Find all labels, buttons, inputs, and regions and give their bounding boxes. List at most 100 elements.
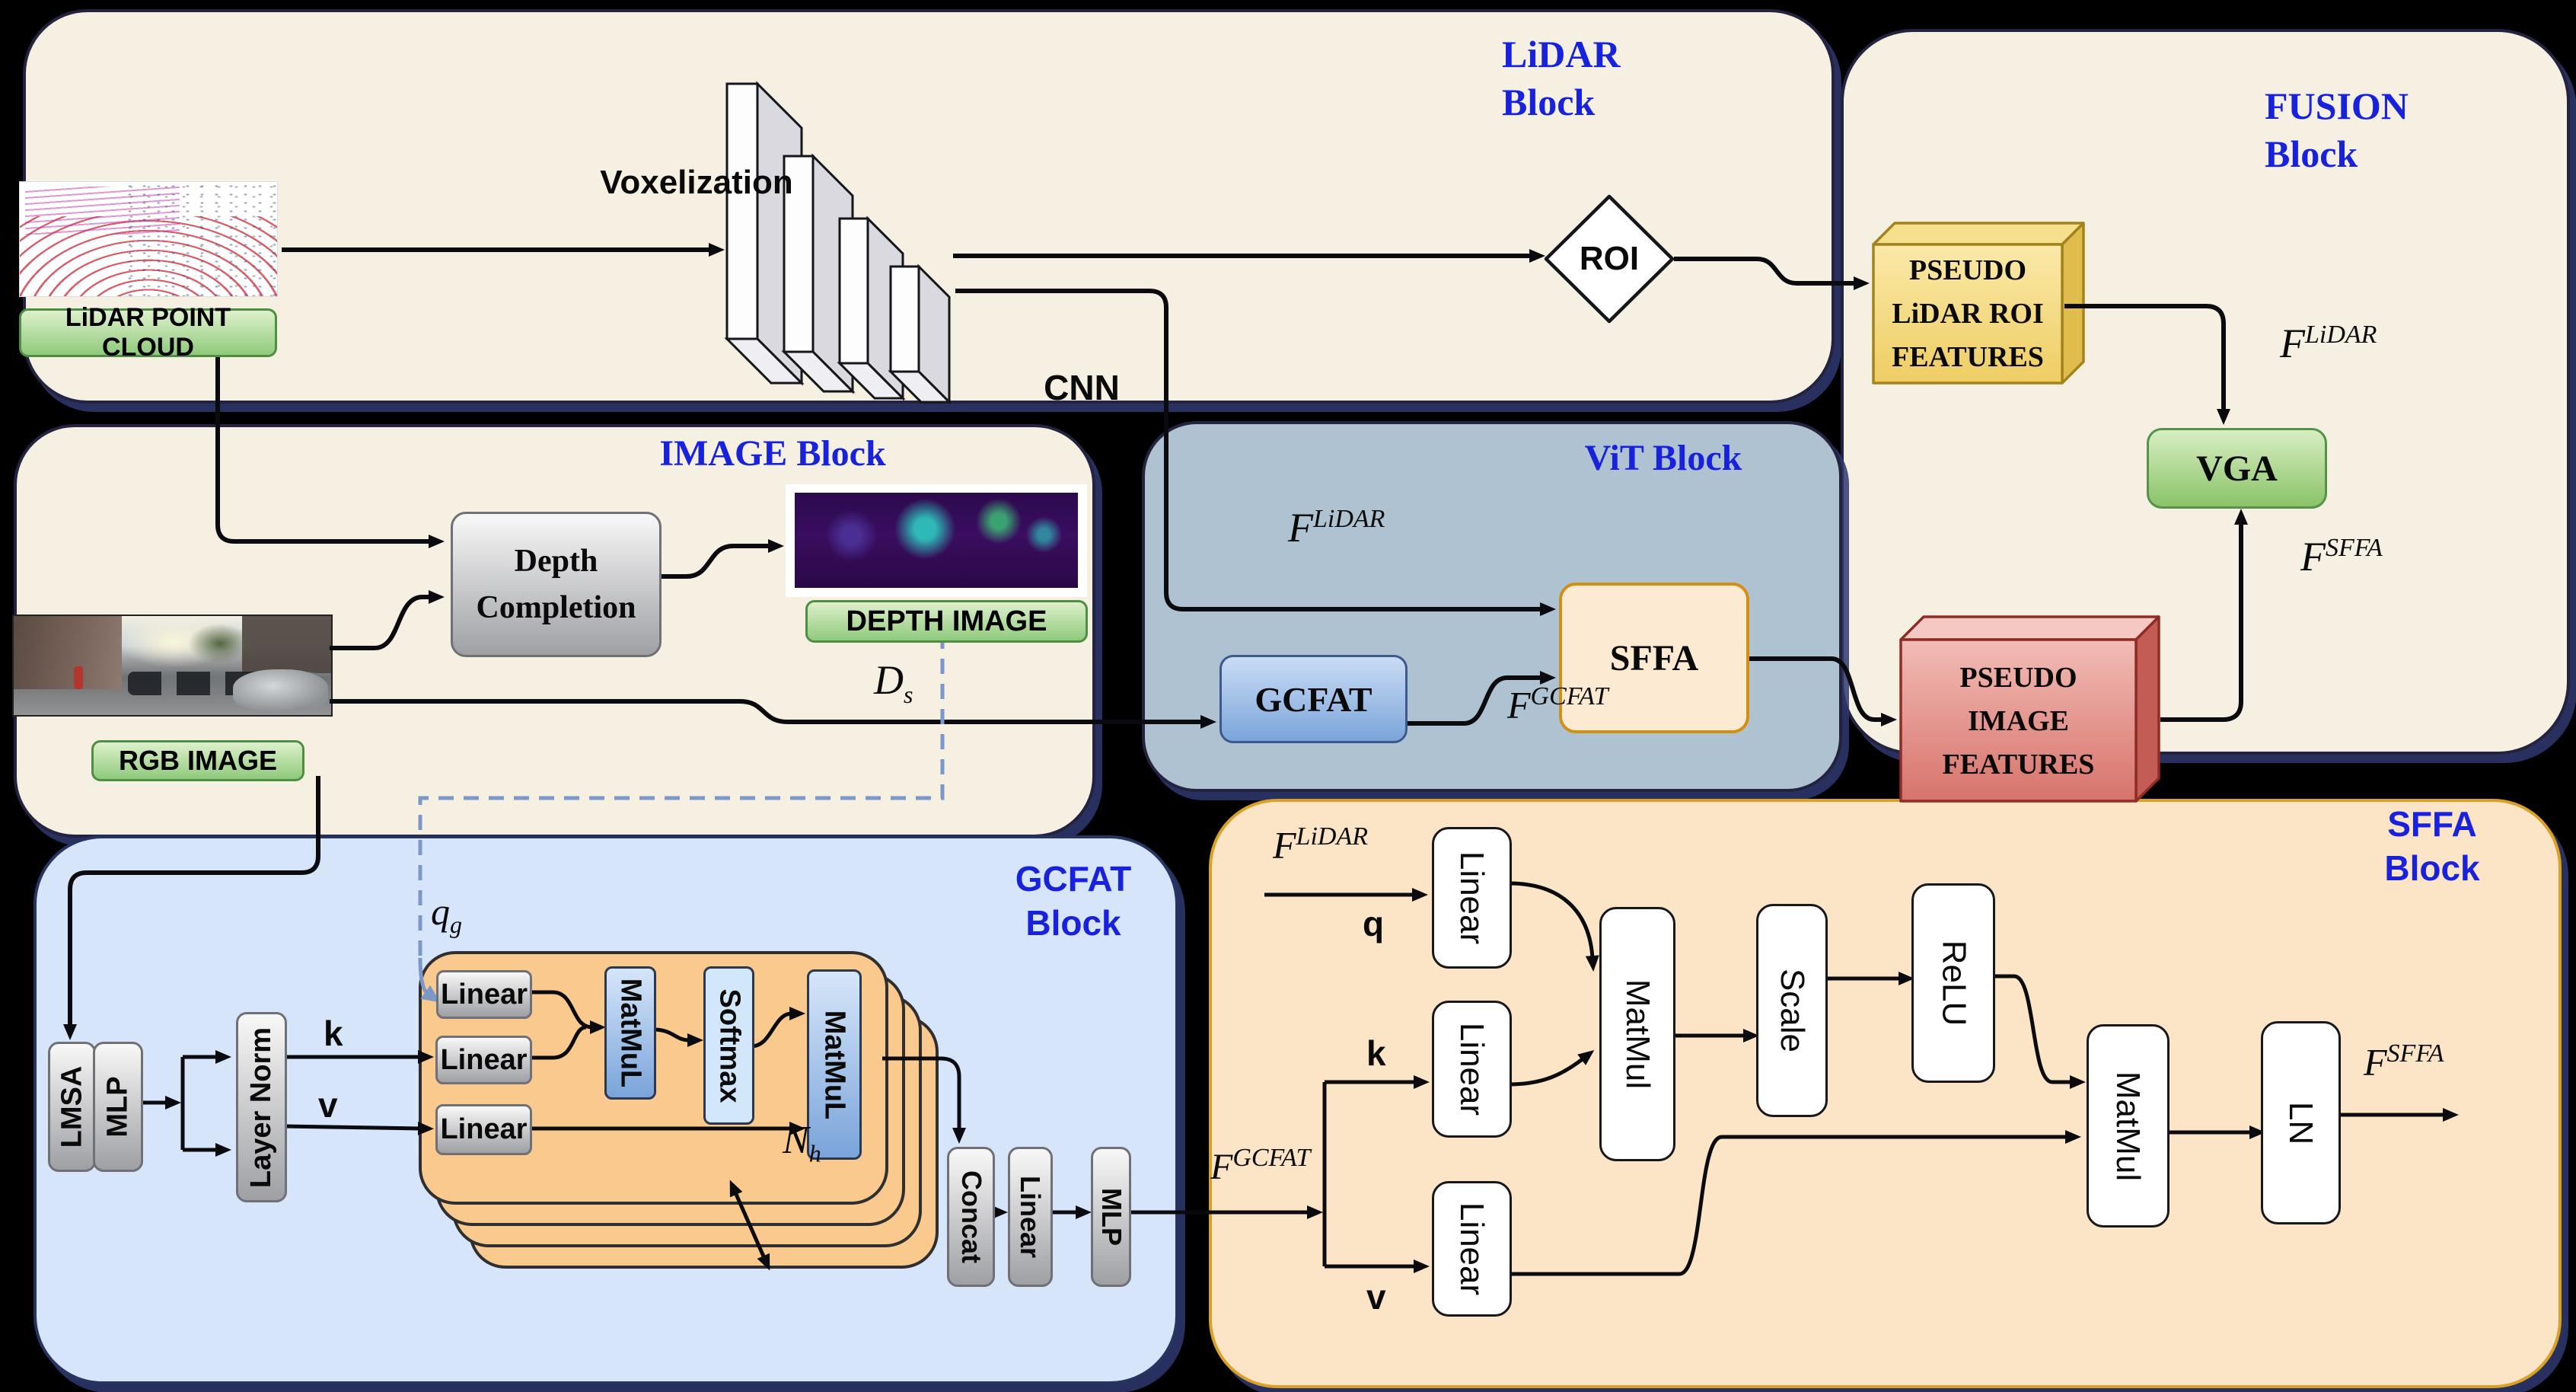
sffa-fsffa-sup: SFFA: [2386, 1039, 2444, 1068]
depth-completion-box: Depth Completion: [451, 512, 662, 657]
fusion-fsffa-base: F: [2300, 534, 2326, 579]
head-linear3-text: Linear: [440, 1113, 528, 1145]
sffa-matmul1-text: MatMul: [1619, 979, 1656, 1090]
sffa-scale-text: Scale: [1774, 968, 1812, 1053]
out-linear-box: Linear: [1008, 1147, 1053, 1287]
v-label-sffa: v: [1366, 1276, 1386, 1317]
out-mlp-box: MLP: [1091, 1147, 1131, 1287]
lmsa-text: LMSA: [56, 1065, 88, 1148]
roi-label: ROI: [1564, 238, 1655, 280]
vit-flidar-sup: LiDAR: [1313, 505, 1385, 533]
ds-label: Ds: [874, 656, 913, 709]
sffa-fsffa-base: F: [2364, 1040, 2387, 1084]
fusion-fsffa-sup: SFFA: [2326, 534, 2383, 562]
sffa-flidar-base: F: [1273, 823, 1296, 867]
pseudo-lidar-line2: LiDAR ROI: [1892, 297, 2044, 330]
sffa-title-line2: Block: [2384, 848, 2480, 888]
sffa-block-panel: [1209, 799, 2562, 1388]
pointcloud-specks: [123, 182, 277, 296]
head-linear3-box: Linear: [435, 1104, 532, 1155]
qg-base: q: [431, 890, 450, 933]
head-matmul1-box: MatMuL: [604, 966, 656, 1100]
pseudo-lidar-line1: PSEUDO: [1908, 254, 2027, 286]
sffa-title-line1: SFFA: [2387, 804, 2477, 844]
sffa-linear-k-text: Linear: [1453, 1022, 1491, 1116]
sffa-fgcfat-sup: GCFAT: [1232, 1144, 1311, 1172]
head-matmul1-text: MatMuL: [614, 978, 647, 1088]
sffa-linear-v-text: Linear: [1453, 1202, 1491, 1296]
qg-label: qg: [431, 889, 462, 939]
gcfat-box-text: GCFAT: [1255, 679, 1372, 719]
cnn-text: CNN: [1044, 368, 1120, 407]
vit-flidar-label: FLiDAR: [1288, 504, 1385, 551]
sffa-relu-text: ReLU: [1935, 940, 1972, 1026]
q-label-sffa-text: q: [1363, 904, 1385, 943]
vit-title-text: ViT Block: [1584, 438, 1742, 478]
vit-flidar-base: F: [1288, 505, 1313, 551]
lidar-pointcloud-label-text: LiDAR POINT CLOUD: [65, 303, 231, 362]
voxelization-text: Voxelization: [600, 164, 793, 201]
vit-fgcfat-base: F: [1507, 683, 1531, 726]
fusion-block-title: FUSION Block: [2265, 82, 2409, 177]
sffa-ln-box: LN: [2261, 1021, 2341, 1224]
k-label-gcfat-text: k: [324, 1014, 343, 1053]
depth-image-label: DEPTH IMAGE: [805, 600, 1088, 643]
sffa-matmul1-box: MatMul: [1599, 907, 1675, 1161]
depth-image-frame: [786, 484, 1087, 597]
fusion-flidar-base: F: [2280, 321, 2305, 366]
vit-block-title: ViT Block: [1568, 436, 1758, 481]
sffa-linear-q-box: Linear: [1432, 827, 1512, 969]
q-label-sffa: q: [1363, 903, 1384, 944]
fusion-flidar-label: FLiDAR: [2280, 320, 2377, 367]
lidar-title-line1: LiDAR: [1502, 33, 1621, 75]
sffa-flidar-label: FLiDAR: [1273, 822, 1368, 867]
gcfat-block-title: GCFAT Block: [997, 857, 1149, 945]
mlp-box: MLP: [93, 1042, 143, 1172]
mlp-text: MLP: [101, 1076, 134, 1138]
lidar-block-title: LiDAR Block: [1502, 30, 1621, 126]
cnn-label: CNN: [1032, 367, 1131, 408]
k-label-sffa-text: k: [1366, 1033, 1386, 1073]
rgb-image-label: RGB IMAGE: [91, 740, 304, 781]
nh-base: N: [783, 1119, 809, 1162]
vga-box-text: VGA: [2196, 448, 2278, 489]
fusion-fsffa-label: FSFFA: [2300, 533, 2383, 580]
roi-text: ROI: [1579, 240, 1640, 277]
lmsa-box: LMSA: [48, 1042, 96, 1172]
head-softmax-box: Softmax: [703, 966, 754, 1125]
sffa-matmul2-box: MatMul: [2087, 1024, 2170, 1228]
sffa-ln-text: LN: [2282, 1101, 2320, 1145]
fusion-title-line1: FUSION: [2265, 85, 2409, 127]
photo-trees: [188, 624, 252, 664]
vit-fgcfat-label: FGCFAT: [1507, 682, 1608, 727]
pseudo-image-line2: IMAGE: [1967, 705, 2069, 737]
depth-image-label-text: DEPTH IMAGE: [846, 605, 1047, 637]
v-label-sffa-text: v: [1366, 1277, 1386, 1317]
head-softmax-text: Softmax: [713, 988, 746, 1103]
concat-text: Concat: [955, 1170, 987, 1264]
k-label-sffa: k: [1366, 1033, 1386, 1074]
fusion-block-panel: [1841, 29, 2570, 755]
rgb-image-label-text: RGB IMAGE: [118, 745, 277, 776]
head-linear2-text: Linear: [440, 1043, 528, 1076]
v-label-gcfat-text: v: [318, 1085, 338, 1125]
fusion-flidar-sup: LiDAR: [2305, 321, 2377, 349]
depth-completion-line2: Completion: [476, 589, 636, 625]
lidar-pointcloud-image: [19, 181, 278, 297]
sffa-block-title: SFFA Block: [2367, 803, 2497, 890]
voxelization-label: Voxelization: [586, 164, 807, 202]
sffa-fgcfat-base: F: [1210, 1147, 1233, 1187]
sffa-linear-v-box: Linear: [1432, 1181, 1512, 1317]
pointcloud-rows: [24, 187, 180, 235]
gcfat-box: GCFAT: [1219, 655, 1408, 743]
lidar-pointcloud-label: LiDAR POINT CLOUD: [19, 303, 277, 362]
qg-sub: g: [450, 911, 462, 938]
sffa-scale-box: Scale: [1756, 904, 1828, 1117]
head-matmul2-box: MatMuL: [807, 969, 862, 1160]
pseudo-image-line3: FEATURES: [1942, 749, 2095, 781]
head-linear1-box: Linear: [436, 970, 532, 1019]
fusion-title-line2: Block: [2265, 132, 2358, 175]
out-mlp-text: MLP: [1095, 1188, 1127, 1246]
vit-fgcfat-sup: GCFAT: [1530, 682, 1608, 710]
ds-sub: s: [904, 680, 913, 708]
